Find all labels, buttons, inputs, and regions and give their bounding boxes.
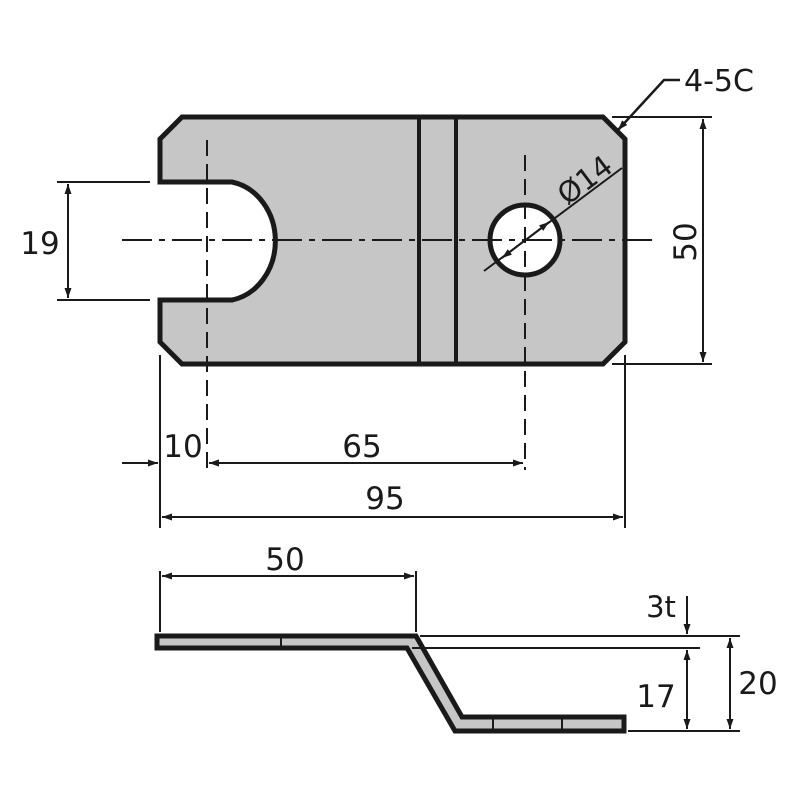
side-profile bbox=[154, 633, 627, 734]
dim-slot-width: 19 bbox=[20, 226, 59, 262]
top-view: 19 50 10 65 95 Ø14 4-5C bbox=[20, 64, 754, 528]
dim-hole-distance: 65 bbox=[342, 429, 381, 465]
dim-flat-length: 50 bbox=[265, 542, 304, 578]
dim-arrow-hole-a bbox=[501, 240, 525, 259]
side-view: 50 3t 17 20 bbox=[154, 542, 778, 734]
dim-overall-width: 95 bbox=[365, 481, 404, 517]
dim-total-height: 20 bbox=[738, 666, 777, 702]
dim-arrow-hole-b bbox=[526, 221, 550, 240]
dim-step-height: 17 bbox=[636, 679, 675, 715]
chamfer-leader bbox=[617, 78, 680, 131]
chamfer-note: 4-5C bbox=[684, 64, 754, 99]
dim-offset-left: 10 bbox=[163, 429, 202, 465]
dim-thickness: 3t bbox=[646, 590, 676, 624]
dim-height: 50 bbox=[668, 222, 704, 261]
